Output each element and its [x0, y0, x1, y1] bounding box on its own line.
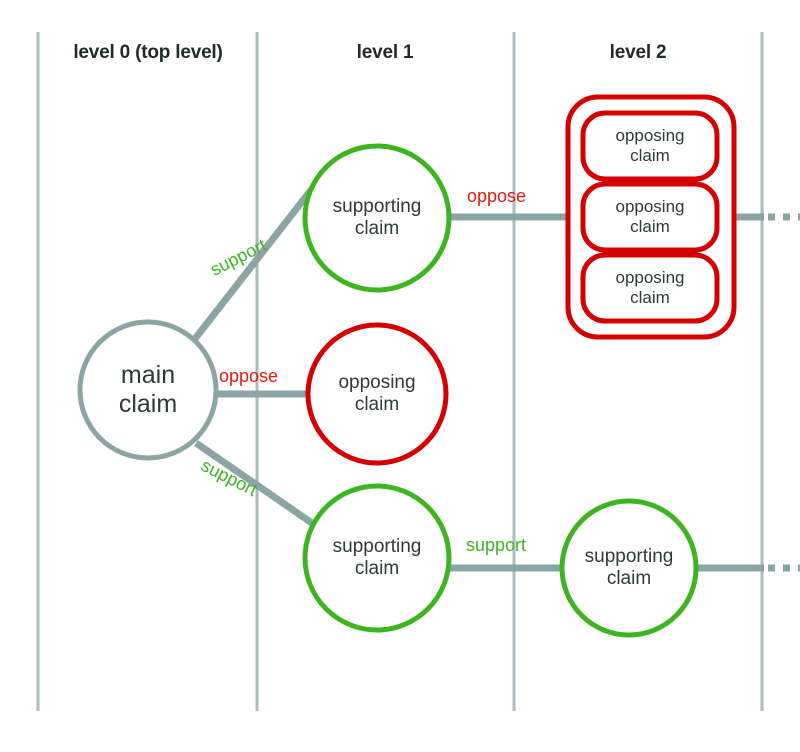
node-l1-supporting-bottom[interactable]	[302, 483, 452, 633]
edge-label-support-level2: support	[466, 535, 527, 555]
node-main-claim[interactable]	[77, 319, 219, 461]
edge-lines	[191, 173, 572, 572]
edge-line-main-to-l1-supporting-top[interactable]	[191, 173, 325, 343]
node-l2-supporting[interactable]	[559, 498, 699, 638]
node-l1-opposing-middle[interactable]	[305, 322, 449, 466]
node-shapes	[77, 94, 737, 638]
edge-label-oppose-main: oppose	[219, 366, 279, 386]
node-l2-opposing-3[interactable]	[580, 252, 720, 324]
column-header-level-0: level 0 (top level)	[73, 42, 223, 63]
column-separators	[36, 32, 764, 711]
edge-label-oppose-level2: oppose	[467, 186, 527, 206]
node-l1-supporting-top[interactable]	[302, 143, 452, 293]
node-l2-opposing-2[interactable]	[580, 181, 720, 253]
edge-line-main-to-l1-supporting-bottom[interactable]	[194, 440, 324, 533]
column-header-level-1: level 1	[356, 42, 414, 63]
column-header-level-2: level 2	[609, 42, 667, 63]
node-l2-opposing-1[interactable]	[580, 110, 720, 182]
